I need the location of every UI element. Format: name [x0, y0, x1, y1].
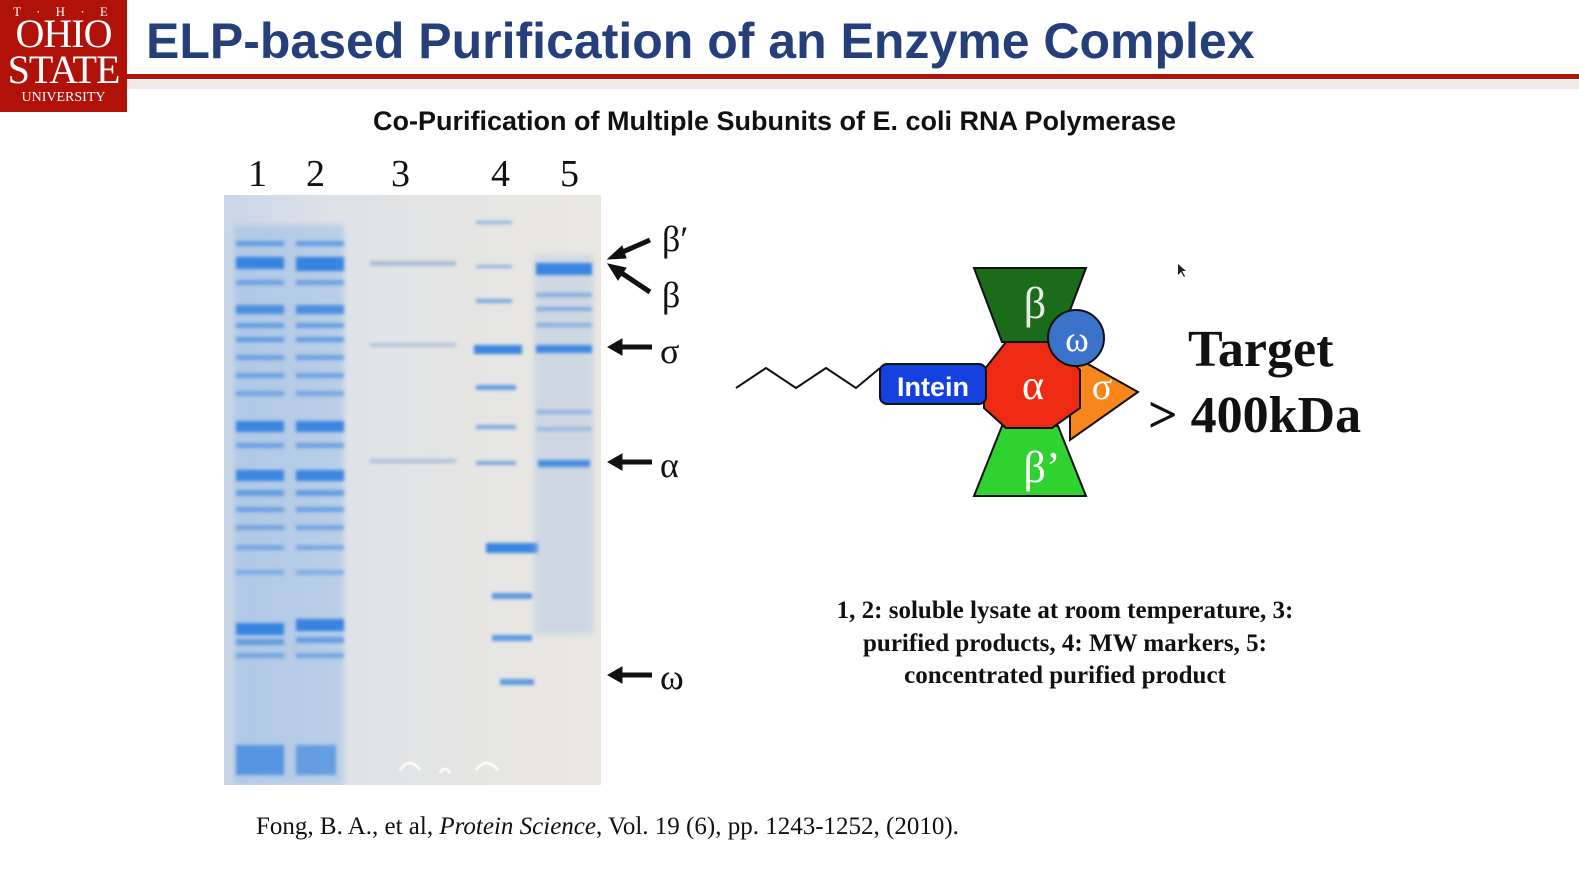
lane-number-1: 1 — [248, 153, 267, 195]
header-rule-grey — [127, 80, 1579, 89]
citation-authors: Fong, B. A., et al, — [256, 813, 440, 840]
sds-page-gel-image — [224, 195, 601, 785]
lane-number-2: 2 — [306, 153, 325, 195]
target-label: Target — [1188, 321, 1334, 378]
beta-prime-label: β’ — [1023, 443, 1061, 492]
band-label-beta: β — [662, 275, 681, 315]
elp-zigzag — [735, 366, 881, 390]
beta-label: β — [1023, 279, 1047, 328]
lane-legend: 1, 2: soluble lysate at room temperature… — [836, 597, 1294, 689]
logo-state: STATE — [7, 47, 121, 92]
alpha-label: α — [1021, 363, 1044, 409]
header-rule-red — [127, 74, 1579, 79]
band-label-sigma: σ — [660, 331, 680, 371]
band-label-alpha: α — [660, 445, 679, 485]
intein-label: Intein — [897, 372, 969, 402]
citation-details: , Vol. 19 (6), pp. 1243-1252, (2010). — [595, 813, 959, 840]
mouse-cursor-icon — [1178, 264, 1186, 277]
target-mass: > 400kDa — [1148, 387, 1362, 444]
slide-subtitle: Co-Purification of Multiple Subunits of … — [373, 106, 1177, 136]
omega-label: ω — [1065, 319, 1089, 359]
logo-ohio: OHIO — [15, 11, 113, 56]
lane-number-5: 5 — [560, 153, 579, 195]
band-label-beta-prime: β′ — [662, 219, 689, 259]
lane-number-4: 4 — [491, 153, 510, 195]
omega-subunit — [1047, 309, 1105, 367]
band-arrows — [606, 237, 652, 684]
logo-university: UNIVERSITY — [21, 90, 106, 105]
lane-number-3: 3 — [391, 153, 410, 195]
slide-title: ELP-based Purification of an Enzyme Comp… — [146, 13, 1255, 69]
citation: Fong, B. A., et al, Protein Science, Vol… — [256, 813, 959, 841]
intein-box — [879, 363, 987, 405]
band-label-omega: ω — [660, 657, 684, 697]
citation-journal: Protein Science — [439, 813, 596, 840]
logo-the: T · H · E — [13, 4, 114, 19]
ohio-state-logo: T · H · E OHIO STATE UNIVERSITY — [0, 0, 127, 112]
sigma-label: σ — [1091, 366, 1113, 408]
enzyme-complex-diagram — [735, 267, 1140, 497]
